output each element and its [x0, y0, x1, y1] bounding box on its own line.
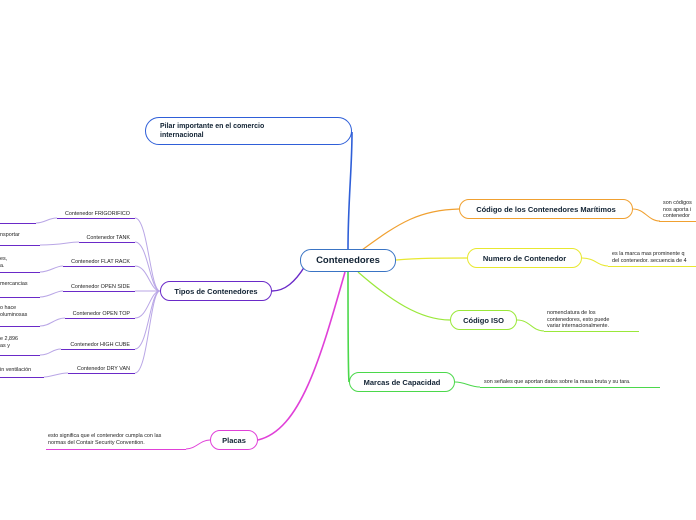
tipo-note-underline-tank	[0, 245, 40, 247]
codigo-maritimos-title: Código de los Contenedores Marítimos	[476, 204, 616, 214]
link-numero	[395, 257, 468, 261]
numero-title: Numero de Contenedor	[482, 253, 567, 263]
marcas-node[interactable]: Marcas de Capacidad	[349, 372, 455, 392]
tipos-branches	[134, 217, 161, 374]
placas-underline	[46, 449, 186, 451]
tipo-note-underline-frigorifico	[0, 223, 36, 225]
codigo-iso-title: Código ISO	[463, 315, 504, 325]
marcas-title: Marcas de Capacidad	[363, 377, 441, 387]
numero-underline	[608, 266, 696, 268]
tipos-title: Tipos de Contenedores	[174, 286, 258, 296]
pilar-node[interactable]: Pilar importante en el comercio internac…	[145, 117, 352, 145]
tipo-underline-high-cube	[61, 349, 135, 351]
tipo-note-tank: nsportar	[0, 232, 20, 238]
pilar-text: Pilar importante en el comercio internac…	[160, 123, 265, 139]
tipo-note-underline-high-cube	[0, 355, 40, 357]
tipo-item-open-side[interactable]: Contenedor OPEN SIDE	[70, 284, 130, 290]
tipo-item-high-cube[interactable]: Contenedor HIGH CUBE	[70, 342, 130, 348]
tipo-underline-flat-rack	[63, 266, 135, 268]
link-marcas	[347, 271, 350, 383]
root-title: Contenedores	[316, 255, 380, 266]
tipo-item-open-top[interactable]: Contenedor OPEN TOP	[72, 311, 130, 317]
numero-note: es la marca mas prominente q del contene…	[612, 251, 687, 264]
link-note-marcas	[454, 381, 481, 388]
placas-note: esto significa que el contenedor cumpla …	[48, 433, 162, 446]
codigo-iso-underline	[544, 331, 639, 333]
link-tipos	[271, 265, 306, 292]
tipo-note-high-cube: e 2,896 as y	[0, 336, 18, 349]
codigo-maritimos-node[interactable]: Código de los Contenedores Marítimos	[459, 199, 633, 219]
root-node[interactable]: Contenedores	[300, 249, 396, 272]
tipo-item-flat-rack[interactable]: Contenedor FLAT RACK	[71, 259, 130, 265]
tipo-note-underline-dry-van	[0, 377, 44, 379]
tipo-note-underline-flat-rack	[0, 272, 40, 274]
numero-node[interactable]: Numero de Contenedor	[467, 248, 582, 268]
tipo-underline-open-side	[63, 291, 135, 293]
tipos-note-branches	[35, 217, 80, 378]
placas-node[interactable]: Placas	[210, 430, 258, 450]
tipo-underline-frigorifico	[57, 218, 135, 220]
codigo-iso-node[interactable]: Código ISO	[450, 310, 517, 330]
tipo-note-dry-van: in ventilación	[0, 367, 32, 373]
marcas-note: son señales que aportan datos sobre la m…	[484, 379, 631, 385]
codigo-maritimos-underline	[659, 221, 696, 223]
link-note-iso	[516, 319, 545, 332]
tipo-note-open-side: mercancias	[0, 281, 28, 287]
placas-title: Placas	[222, 435, 246, 445]
marcas-underline	[480, 387, 660, 389]
tipo-item-frigorifico[interactable]: Contenedor FRIGORIFICO	[64, 211, 130, 217]
tipo-note-flat-rack: es, a.	[0, 256, 8, 269]
link-placas	[257, 271, 346, 441]
codigo-maritimos-note: son códigos nos aporta i contenedor	[663, 200, 692, 220]
tipo-item-tank[interactable]: Contenedor TANK	[86, 235, 130, 241]
link-codigo-maritimos	[361, 208, 460, 251]
tipo-underline-tank	[79, 242, 135, 244]
link-note-numero	[581, 257, 609, 267]
link-pilar	[347, 131, 353, 251]
tipo-underline-dry-van	[68, 373, 135, 375]
link-codigo-iso	[357, 271, 451, 321]
link-note-codigo	[632, 208, 661, 222]
tipo-item-dry-van[interactable]: Contenedor DRY VAN	[76, 366, 130, 372]
tipo-note-underline-open-side	[0, 297, 40, 299]
tipo-note-underline-open-top	[0, 326, 40, 328]
tipo-underline-open-top	[65, 318, 135, 320]
link-note-placas	[185, 439, 211, 450]
tipo-note-open-top: o hace oluminosas	[0, 305, 28, 318]
codigo-iso-note: nomenclatura de los contenedores, esto p…	[547, 310, 610, 330]
tipos-node[interactable]: Tipos de Contenedores	[160, 281, 272, 301]
